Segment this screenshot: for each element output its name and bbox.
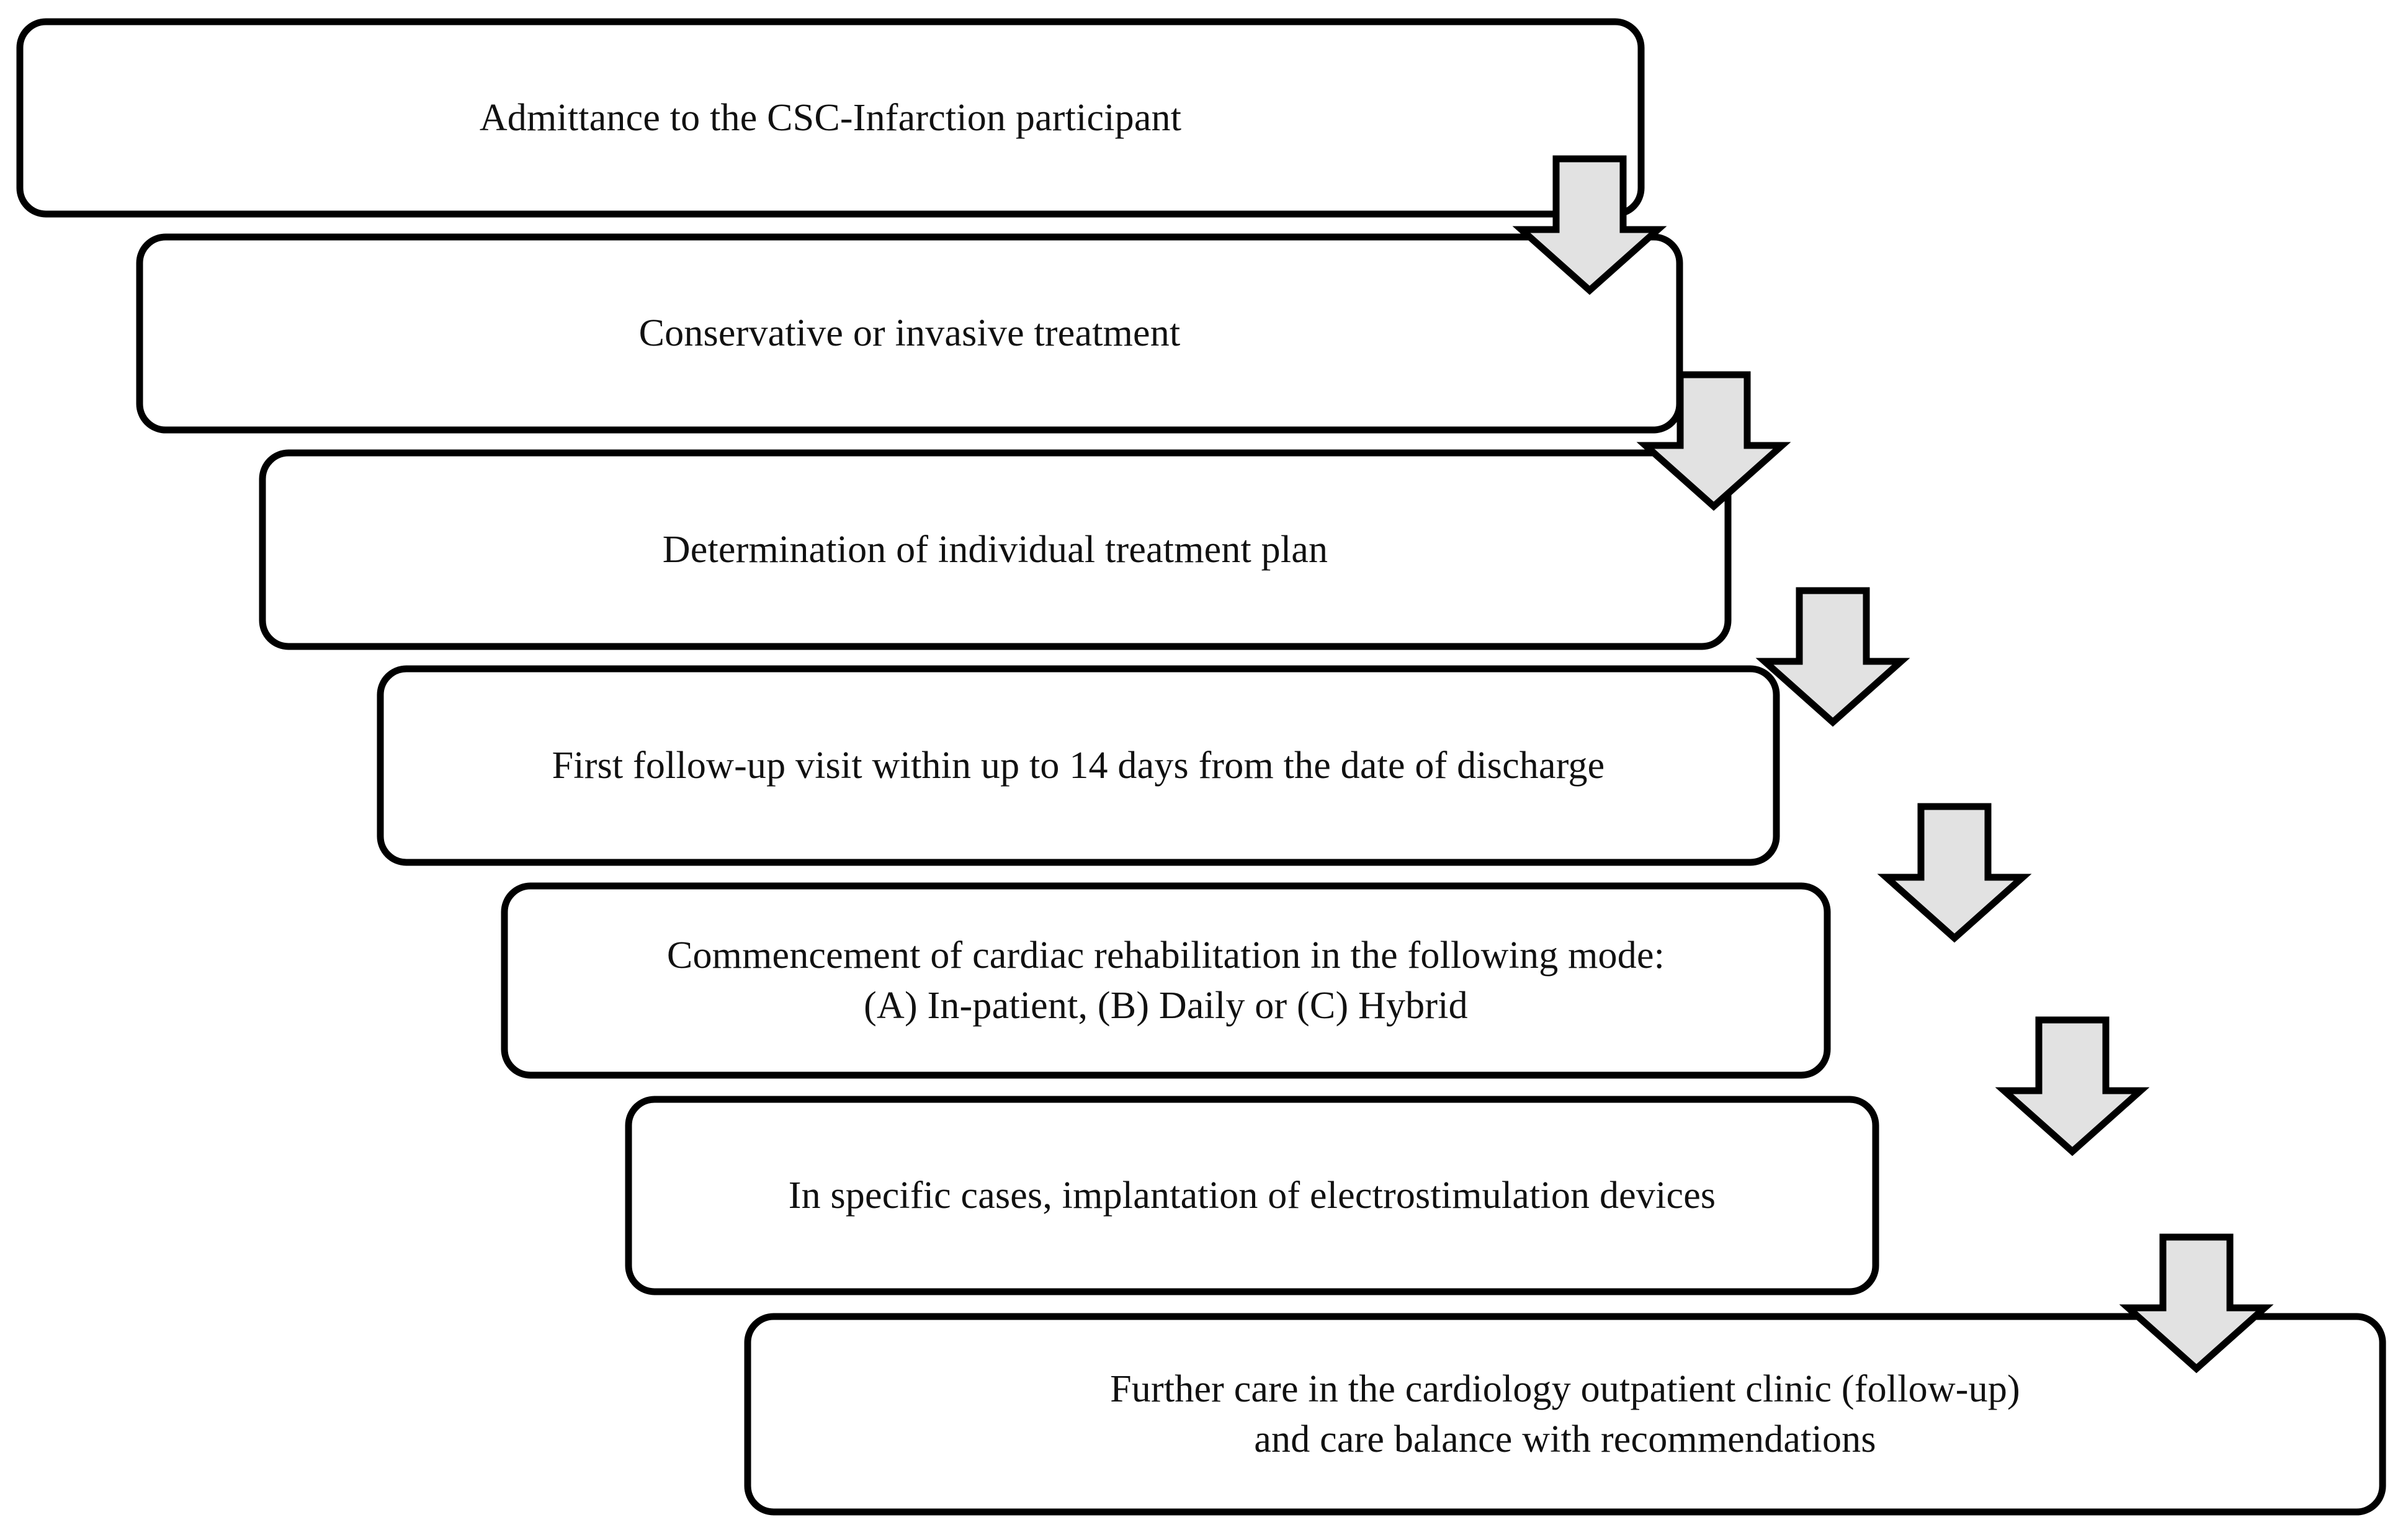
step-box-first-follow-up (377, 665, 1780, 866)
arrow-step3-to-step4-icon (1755, 587, 1910, 727)
step-boxes-layer (16, 18, 2386, 1516)
arrow-step2-to-step3-icon (1636, 371, 1791, 511)
step-box-cardiac-rehabilitation (501, 882, 1831, 1079)
step-box-electrostimulation-implantation (625, 1096, 1879, 1295)
step-box-admittance (16, 18, 1645, 218)
arrow-step5-to-step6-icon (1995, 1016, 2150, 1156)
step-box-treatment-type (136, 233, 1683, 434)
arrow-step6-to-step7-icon (2119, 1233, 2274, 1374)
step-box-further-outpatient-care (744, 1313, 2386, 1516)
arrow-step1-to-step2-icon (1512, 155, 1667, 295)
connector-arrows-layer (1512, 155, 2274, 1374)
arrow-step4-to-step5-icon (1877, 803, 2032, 943)
step-box-individual-plan (259, 449, 1732, 650)
